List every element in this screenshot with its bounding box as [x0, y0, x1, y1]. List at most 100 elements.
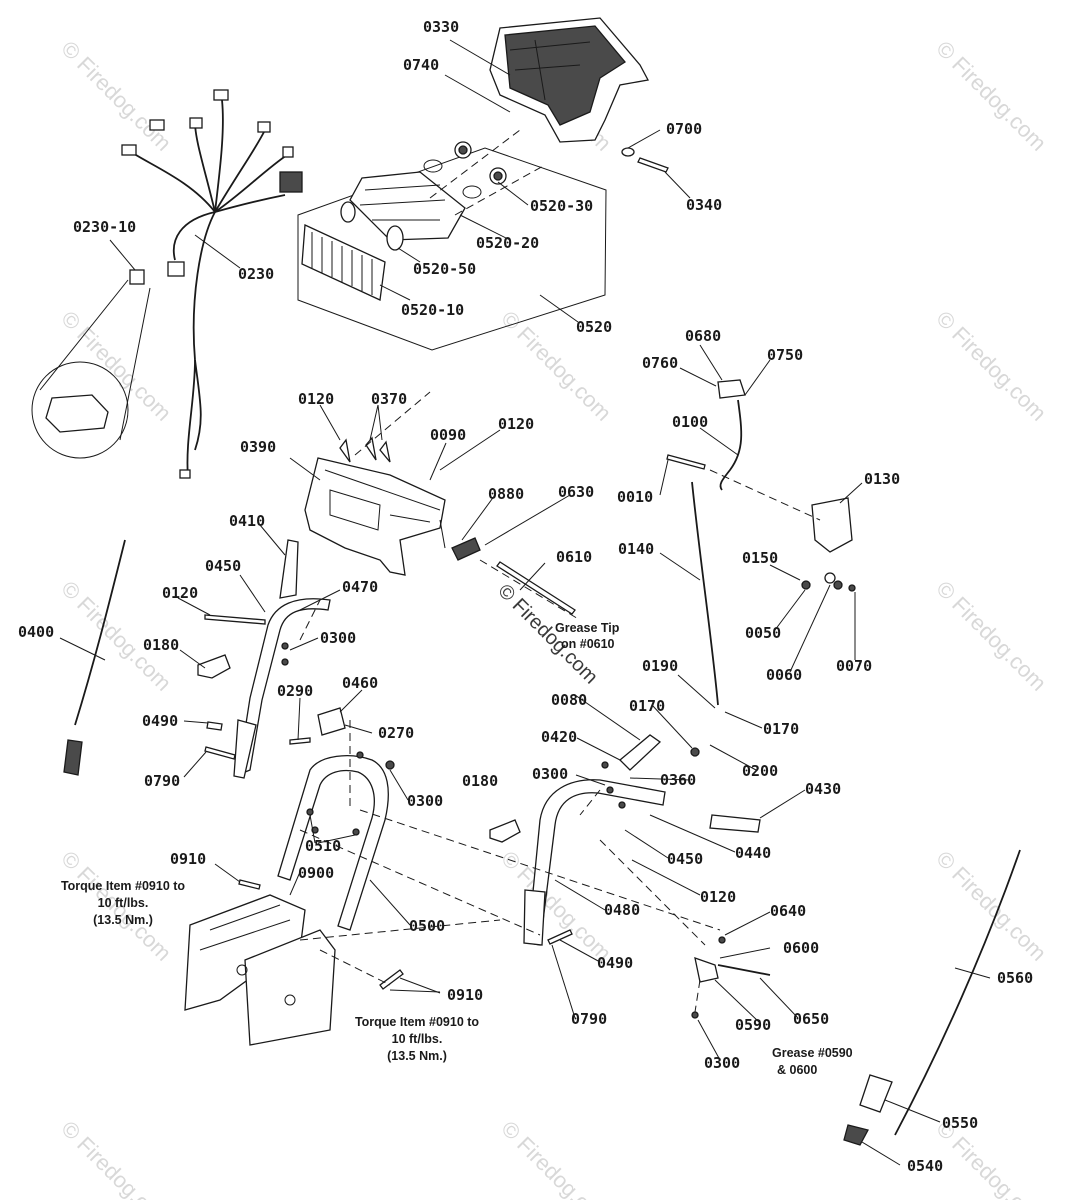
rod-0100: [719, 399, 743, 491]
label-0490-b: 0490: [597, 954, 633, 972]
label-0910-b: 0910: [447, 986, 483, 1004]
note-torque-bottom-2: 10 ft/lbs.: [392, 1032, 443, 1046]
pad-0180-left: [197, 654, 231, 679]
leader-lines: [59, 39, 991, 1166]
label-0010: 0010: [617, 488, 653, 506]
label-0680: 0680: [685, 327, 721, 345]
label-0230: 0230: [238, 265, 274, 283]
cable-0400: [63, 539, 126, 776]
upper-handle-left-0470: [233, 598, 331, 779]
label-0180-a: 0180: [143, 636, 179, 654]
watermark-r2: © Firedog.com: [931, 576, 1051, 696]
grip-0430: [709, 814, 761, 833]
label-0520-10: 0520-10: [401, 301, 464, 319]
washer-screw-0700-0340: [621, 147, 669, 173]
label-0330: 0330: [423, 18, 459, 36]
label-0190: 0190: [642, 657, 678, 675]
note-grease-0590-2: & 0600: [777, 1063, 817, 1077]
label-0450-b: 0450: [667, 850, 703, 868]
label-0230-10: 0230-10: [73, 218, 136, 236]
label-0640: 0640: [770, 902, 806, 920]
label-0120-c: 0120: [162, 584, 198, 602]
label-0740: 0740: [403, 56, 439, 74]
label-0170-b: 0170: [763, 720, 799, 738]
bracket-0460: [317, 707, 346, 736]
label-0790-b: 0790: [571, 1010, 607, 1028]
label-0410: 0410: [229, 512, 265, 530]
rod-0140: [691, 481, 719, 706]
cable-0560: [843, 849, 1021, 1146]
label-0370: 0370: [371, 390, 407, 408]
label-0520-30: 0520-30: [530, 197, 593, 215]
pad-0180-right: [489, 819, 521, 843]
notes: Grease Tip on #0610 Torque Item #0910 to…: [61, 621, 853, 1077]
label-0520-20: 0520-20: [476, 234, 539, 252]
wiring-harness-0230: [31, 89, 303, 479]
label-0910-a: 0910: [170, 850, 206, 868]
label-0170-a: 0170: [629, 697, 665, 715]
bracket-0130: [811, 497, 853, 553]
note-grease-tip-2: on #0610: [561, 637, 615, 651]
label-0630: 0630: [558, 483, 594, 501]
note-torque-left-1: Torque Item #0910 to: [61, 879, 185, 893]
label-0590: 0590: [735, 1016, 771, 1034]
label-0060: 0060: [766, 666, 802, 684]
side-plates: [184, 894, 336, 1046]
note-torque-bottom-3: (13.5 Nm.): [387, 1049, 447, 1063]
label-0300-c: 0300: [532, 765, 568, 783]
label-0520-50: 0520-50: [413, 260, 476, 278]
lever-0420: [619, 734, 662, 771]
note-torque-left-3: (13.5 Nm.): [93, 913, 153, 927]
watermark-mr: © Firedog.com: [931, 306, 1051, 426]
label-0420: 0420: [541, 728, 577, 746]
label-0340: 0340: [686, 196, 722, 214]
label-0150: 0150: [742, 549, 778, 567]
label-0760: 0760: [642, 354, 678, 372]
label-0270: 0270: [378, 724, 414, 742]
label-0390: 0390: [240, 438, 276, 456]
label-0610: 0610: [556, 548, 592, 566]
label-0560: 0560: [997, 969, 1033, 987]
part-labels: 0330 0740 0700 0340 0520-30 0520-20 0520…: [18, 18, 1033, 1175]
label-0130: 0130: [864, 470, 900, 488]
lower-handle-left-0500: [277, 755, 389, 931]
right-handle-0480: [523, 779, 666, 946]
note-torque-bottom-1: Torque Item #0910 to: [355, 1015, 479, 1029]
label-0360: 0360: [660, 771, 696, 789]
label-0750: 0750: [767, 346, 803, 364]
note-torque-left-2: 10 ft/lbs.: [98, 896, 149, 910]
label-0700: 0700: [666, 120, 702, 138]
grip-0410: [279, 539, 299, 599]
label-0650: 0650: [793, 1010, 829, 1028]
watermark-c4: © Firedog.com: [496, 1116, 616, 1200]
label-0510: 0510: [305, 837, 341, 855]
label-0400: 0400: [18, 623, 54, 641]
label-0300-a: 0300: [320, 629, 356, 647]
label-0120-a: 0120: [298, 390, 334, 408]
watermark-tl: © Firedog.com: [56, 36, 176, 156]
spring-rod-0630-0610: [439, 519, 576, 615]
label-0200: 0200: [742, 762, 778, 780]
label-0120-d: 0120: [700, 888, 736, 906]
label-0120-b: 0120: [498, 415, 534, 433]
note-grease-0590-1: Grease #0590: [772, 1046, 853, 1060]
label-0140: 0140: [618, 540, 654, 558]
watermark-tr: © Firedog.com: [931, 36, 1051, 156]
label-0460: 0460: [342, 674, 378, 692]
label-0550: 0550: [942, 1114, 978, 1132]
label-0080: 0080: [551, 691, 587, 709]
dash-bracket-0390: [304, 436, 446, 576]
label-0900: 0900: [298, 864, 334, 882]
label-0450-a: 0450: [205, 557, 241, 575]
label-0540: 0540: [907, 1157, 943, 1175]
label-0050: 0050: [745, 624, 781, 642]
label-0490-a: 0490: [142, 712, 178, 730]
hardware-dots: [204, 454, 856, 1019]
label-0520: 0520: [576, 318, 612, 336]
light-assembly-0520: [297, 141, 607, 351]
label-0100: 0100: [672, 413, 708, 431]
label-0300-d: 0300: [704, 1054, 740, 1072]
label-0290: 0290: [277, 682, 313, 700]
note-grease-tip-1: Grease Tip: [555, 621, 620, 635]
